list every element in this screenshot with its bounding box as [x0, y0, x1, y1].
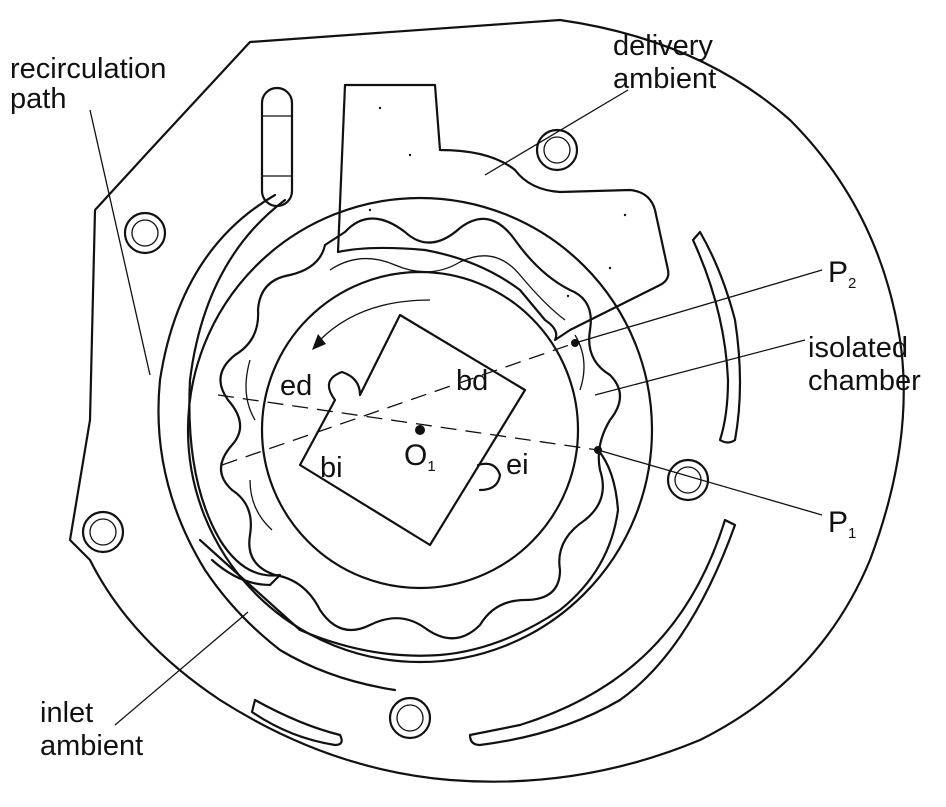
leader-p2: [574, 269, 823, 344]
recirculation-groove-outer: [157, 193, 397, 692]
bolt-hole-top-right: [535, 128, 579, 172]
ei-label: ei: [506, 449, 529, 481]
leader-isolated: [594, 339, 806, 396]
leader-delivery: [484, 89, 629, 176]
bottom-arc-slot: [250, 698, 343, 747]
center-label: O1: [404, 439, 436, 475]
bi-label: bi: [320, 452, 343, 484]
bd-label: bd: [456, 365, 488, 397]
right-arc-slot-lower: [468, 518, 737, 747]
delivery-label-line2: ambient: [613, 63, 716, 95]
recirculation-groove-inner: [188, 198, 287, 587]
delivery-port: [336, 83, 670, 342]
dashed-line-ed-ei: [217, 394, 599, 451]
speck: [608, 266, 612, 270]
leader-p1: [597, 449, 823, 516]
center-point: [415, 425, 425, 435]
rotation-arrow: [319, 299, 431, 341]
p2-point: [571, 339, 579, 347]
dashed-line-bi-bd: [221, 342, 576, 466]
delivery-label-line1: delivery: [613, 30, 713, 62]
top-slot: [260, 86, 294, 208]
speck: [378, 106, 382, 110]
inlet-label-line1: inlet: [40, 697, 93, 729]
bolt-hole-bottom: [388, 696, 432, 740]
recirculation-label-line1: recirculation: [10, 53, 166, 85]
isolated-label-line2: chamber: [808, 365, 921, 397]
pump-housing: [68, 18, 905, 783]
speck: [368, 208, 372, 212]
shaft-key-right: [476, 462, 502, 492]
outer-stator: [186, 196, 654, 664]
leader-recirculation: [89, 109, 151, 376]
p1-point: [594, 446, 602, 454]
leader-inlet: [114, 611, 249, 726]
bolt-hole-left-lower: [81, 510, 125, 554]
p2-label: P2: [828, 256, 856, 292]
outer-rotor-lobes: [219, 217, 622, 640]
inlet-label-line2: ambient: [40, 730, 143, 762]
drive-shaft: [298, 313, 527, 547]
speck: [623, 213, 627, 217]
bolt-hole-left-upper: [123, 211, 167, 255]
inner-rotor-teeth: [245, 255, 585, 531]
isolated-label-line1: isolated: [808, 332, 908, 364]
p1-label: P1: [828, 506, 856, 542]
recirculation-label-line2: path: [10, 83, 66, 115]
speck: [566, 294, 570, 298]
right-arc-slot-upper: [691, 230, 742, 444]
inlet-port-outline: [198, 448, 620, 657]
ed-label: ed: [280, 370, 312, 402]
speck: [408, 153, 412, 157]
bolt-hole-right: [666, 458, 710, 502]
rotation-arrowhead: [312, 334, 326, 350]
